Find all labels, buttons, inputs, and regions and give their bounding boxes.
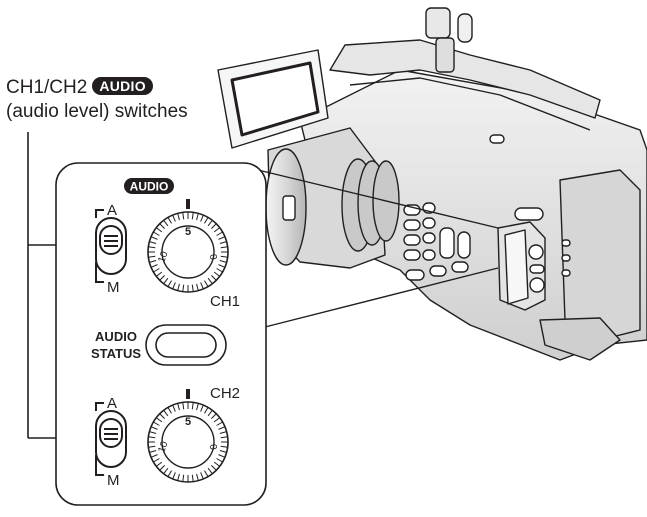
ch1-label: CH1	[210, 293, 240, 310]
ch2-dial-max: 0	[207, 443, 219, 451]
svg-text:AUDIO: AUDIO	[95, 329, 137, 344]
ch1-dial-max: 0	[207, 253, 219, 261]
audio-status-button[interactable]	[145, 324, 227, 366]
panel-audio-badge: AUDIO	[124, 178, 174, 194]
ch1-switch-label-a: A	[107, 202, 117, 219]
callout-audio-badge: AUDIO	[92, 77, 153, 95]
camcorder-body	[217, 7, 647, 361]
ch2-label: CH2	[210, 385, 240, 402]
ch1-dial-mark: 5	[185, 226, 191, 238]
ch2-switch-label-a: A	[107, 395, 117, 412]
zoom-connector	[257, 169, 499, 328]
ch2-audio-level-dial[interactable]: 5 10 0	[147, 389, 229, 483]
ch1-dial-min: 10	[156, 250, 170, 265]
callout-description: (audio level) switches	[6, 101, 188, 122]
callout-channels: CH1/CH2	[6, 77, 88, 98]
ch1-audio-level-switch[interactable]: A M	[95, 202, 127, 296]
ch2-dial-min: 10	[156, 440, 170, 455]
ch2-switch-label-m: M	[107, 472, 120, 489]
audio-status-label: AUDIO STATUS	[91, 329, 141, 361]
ch2-audio-level-switch[interactable]: A M	[95, 395, 127, 489]
ch1-switch-label-m: M	[107, 279, 120, 296]
svg-text:AUDIO: AUDIO	[130, 180, 169, 194]
ch1-audio-level-dial[interactable]: 5 10 0	[147, 199, 229, 293]
ch2-dial-mark: 5	[185, 416, 191, 428]
svg-text:STATUS: STATUS	[91, 346, 141, 361]
